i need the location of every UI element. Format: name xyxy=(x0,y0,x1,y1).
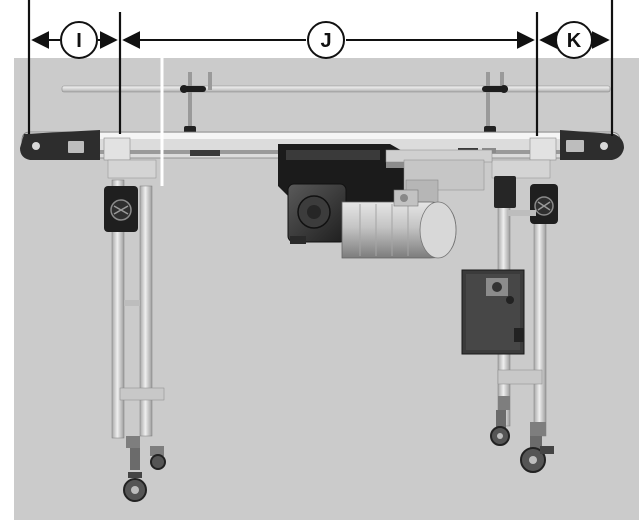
dimension-label-j: J xyxy=(320,30,331,52)
dimension-label-k: K xyxy=(567,30,582,52)
dimension-i: I xyxy=(31,21,118,59)
gearbox xyxy=(287,183,347,244)
dimension-label-i: I xyxy=(76,30,82,52)
electric-motor xyxy=(341,189,457,259)
dimension-callout-k: K xyxy=(555,21,593,59)
right-caster-wheel-front xyxy=(520,436,554,473)
right-support-stand xyxy=(490,159,558,473)
left-caster-wheel-rear xyxy=(150,454,166,470)
dimension-j: J xyxy=(122,21,535,59)
left-caster-wheel-front xyxy=(123,448,147,502)
left-support-stand xyxy=(104,159,166,502)
right-caster-wheel-rear xyxy=(490,410,510,446)
dimension-k: K xyxy=(539,21,610,59)
dimension-callout-i: I xyxy=(60,21,98,59)
dimension-callout-j: J xyxy=(307,21,345,59)
dimension-witness-lines xyxy=(27,0,614,186)
drive-motor-assembly xyxy=(278,144,493,259)
control-box xyxy=(461,269,525,355)
